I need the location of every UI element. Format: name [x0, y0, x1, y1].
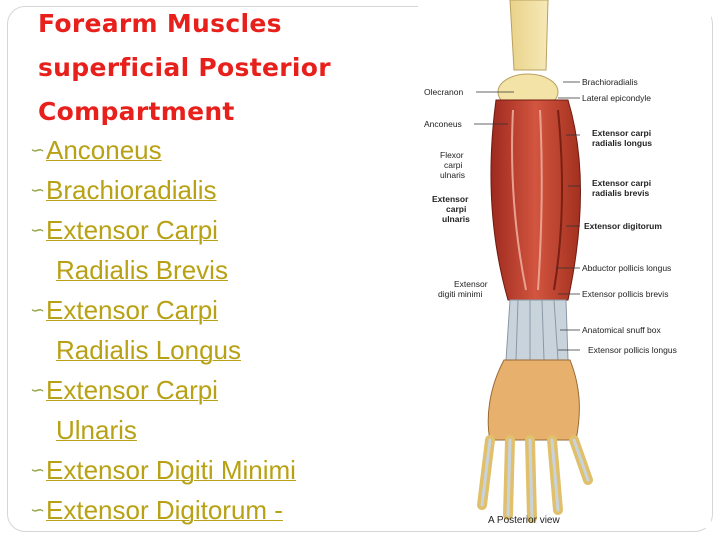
label-fcu-1: Flexor [440, 150, 464, 160]
forearm-anatomy-drawing: Olecranon Anconeus Flexor carpi ulnaris … [424, 0, 677, 526]
list-item: ∽Anconeus [18, 130, 408, 170]
label-lateral-epicondyle: Lateral epicondyle [582, 93, 651, 103]
label-ecu-1: Extensor [432, 194, 469, 204]
bullet-marker-icon: ∽ [30, 220, 46, 240]
muscle-link-ecrl-line1[interactable]: Extensor Carpi [46, 295, 218, 325]
figure-caption: A Posterior view [488, 515, 560, 526]
bullet-marker-icon: ∽ [30, 460, 46, 480]
bullet-marker-icon: ∽ [30, 300, 46, 320]
label-ecu-2: carpi [446, 204, 466, 214]
forearm-illustration: Olecranon Anconeus Flexor carpi ulnaris … [418, 0, 711, 528]
bullet-marker-icon: ∽ [30, 140, 46, 160]
label-extensor-pollicis-brevis: Extensor pollicis brevis [582, 289, 668, 299]
label-ecrl-2: radialis longus [592, 138, 652, 148]
list-item: ∽Extensor Digitorum - [18, 490, 408, 530]
list-item: ∽Brachioradialis [18, 170, 408, 210]
title-line-1: Forearm Muscles [38, 9, 282, 38]
label-ecu-3: ulnaris [442, 214, 470, 224]
label-ecrl-1: Extensor carpi [592, 128, 651, 138]
muscle-link-brachioradialis[interactable]: Brachioradialis [46, 175, 217, 205]
muscle-link-ecu-line2[interactable]: Ulnaris [56, 415, 137, 445]
label-ecrb-1: Extensor carpi [592, 178, 651, 188]
label-extensor-digitorum: Extensor digitorum [584, 221, 662, 231]
bullet-marker-icon: ∽ [30, 180, 46, 200]
label-olecranon: Olecranon [424, 87, 463, 97]
slide-frame [7, 6, 713, 532]
label-fcu-3: ulnaris [440, 170, 465, 180]
muscle-link-ecrb-line2[interactable]: Radialis Brevis [56, 255, 228, 285]
label-abductor-pollicis-longus: Abductor pollicis longus [582, 263, 671, 273]
title-line-2: superficial Posterior [38, 53, 331, 82]
label-ecrb-2: radialis brevis [592, 188, 649, 198]
muscle-link-ecrb-line1[interactable]: Extensor Carpi [46, 215, 218, 245]
muscle-link-ed[interactable]: Extensor Digitorum - [46, 495, 283, 525]
muscle-list: ∽Anconeus ∽Brachioradialis ∽Extensor Car… [18, 130, 408, 530]
label-snuff-box: Anatomical snuff box [582, 325, 661, 335]
muscle-link-edm[interactable]: Extensor Digiti Minimi [46, 455, 296, 485]
label-edm-1: Extensor [454, 279, 488, 289]
muscle-link-ecu-line1[interactable]: Extensor Carpi [46, 375, 218, 405]
label-brachioradialis: Brachioradialis [582, 77, 638, 87]
label-extensor-pollicis-longus: Extensor pollicis longus [588, 345, 677, 355]
muscle-link-ecrl-line2[interactable]: Radialis Longus [56, 335, 242, 365]
bullet-marker-icon: ∽ [30, 500, 46, 520]
label-fcu-2: carpi [444, 160, 463, 170]
bullet-marker-icon: ∽ [30, 380, 46, 400]
title-line-3: Compartment [38, 97, 235, 126]
muscle-link-anconeus[interactable]: Anconeus [46, 135, 162, 165]
list-item: ∽Extensor Digiti Minimi [18, 450, 408, 490]
label-anconeus: Anconeus [424, 119, 462, 129]
slide-title: Forearm Muscles superficial Posterior Co… [38, 2, 388, 134]
label-edm-2: digiti minimi [438, 289, 483, 299]
